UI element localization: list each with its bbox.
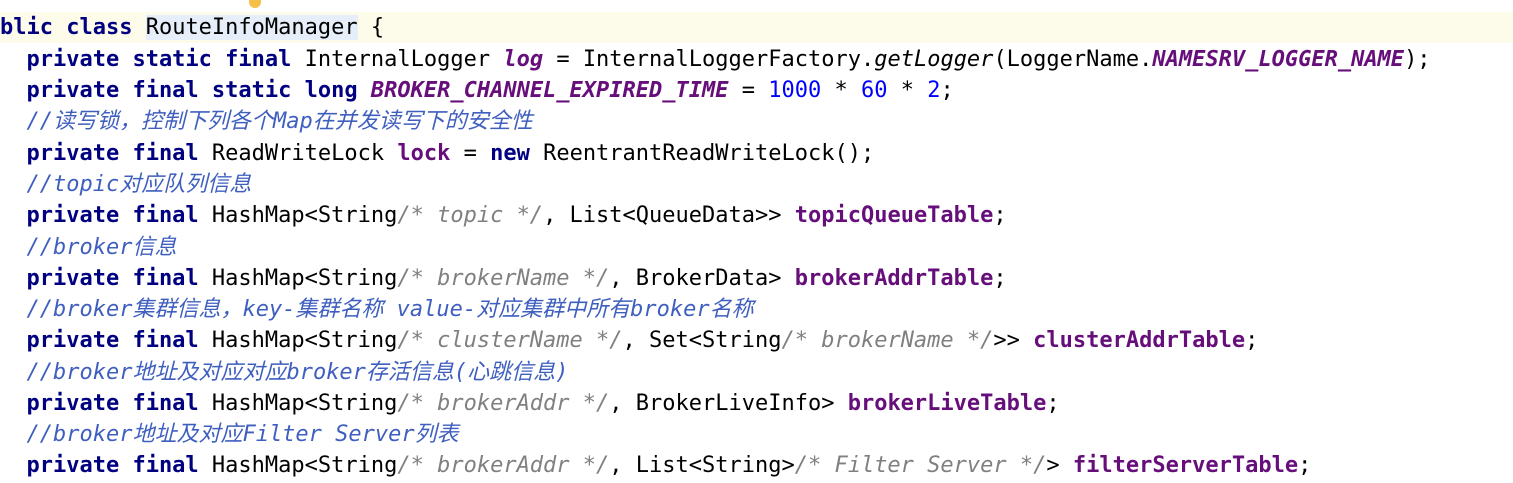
code-line[interactable]: //topic对应队列信息 (0, 169, 1513, 200)
code-token: blic class (0, 15, 146, 40)
code-token: 2 (927, 78, 941, 103)
code-token: HashMap<String (211, 266, 398, 291)
code-token: /* brokerName */ (781, 328, 994, 353)
code-line[interactable]: private final HashMap<String/* clusterNa… (0, 325, 1513, 356)
code-token: brokerAddrTable (794, 266, 994, 291)
code-token: (LoggerName. (993, 47, 1153, 72)
code-token: , BrokerData> (609, 266, 795, 291)
code-token: ReentrantReadWriteLock(); (543, 141, 875, 166)
code-token: ; (1298, 453, 1312, 478)
code-token: * (887, 78, 928, 103)
code-token: private final (0, 141, 212, 166)
code-line[interactable]: private final ReadWriteLock lock = new R… (0, 138, 1513, 169)
code-line[interactable]: private final HashMap<String/* brokerAdd… (0, 388, 1513, 419)
code-token: private final (0, 203, 212, 228)
code-token: , Set<String (622, 328, 782, 353)
code-line[interactable]: //broker地址及对应Filter Server列表 (0, 419, 1513, 450)
code-line[interactable]: //broker地址及对应对应broker存活信息(心跳信息) (0, 357, 1513, 388)
code-token: 1000 (768, 78, 822, 103)
code-token: RouteInfoManager (145, 15, 358, 40)
code-token: , List<QueueData>> (543, 203, 795, 228)
code-token: ; (993, 203, 1007, 228)
code-token: = (728, 78, 769, 103)
code-line[interactable]: private final HashMap<String/* brokerAdd… (0, 450, 1513, 481)
code-token: //读写锁，控制下列各个Map在并发读写下的安全性 (0, 109, 533, 134)
code-token: InternalLogger (304, 47, 504, 72)
code-token: /* topic */ (397, 203, 544, 228)
code-token: HashMap<String (211, 203, 398, 228)
code-token: HashMap<String (211, 391, 398, 416)
code-token: private final (0, 328, 212, 353)
code-token: 60 (860, 78, 888, 103)
lightbulb-icon[interactable] (249, 0, 261, 8)
code-token: = (450, 141, 491, 166)
code-token: HashMap<String (211, 328, 398, 353)
code-token: //topic对应队列信息 (0, 172, 252, 197)
code-line[interactable]: blic class RouteInfoManager { (0, 12, 1513, 43)
code-token: //broker地址及对应Filter Server列表 (0, 422, 459, 447)
code-token: /* clusterName */ (397, 328, 623, 353)
code-token: ; (993, 266, 1007, 291)
code-line[interactable]: //读写锁，控制下列各个Map在并发读写下的安全性 (0, 106, 1513, 137)
code-token: clusterAddrTable (1033, 328, 1246, 353)
code-token: BROKER_CHANNEL_EXPIRED_TIME (370, 78, 729, 103)
code-token: private final (0, 453, 212, 478)
code-token: ; (940, 78, 954, 103)
code-token: ); (1404, 47, 1431, 72)
code-token: /* brokerAddr */ (397, 391, 610, 416)
code-token: NAMESRV_LOGGER_NAME (1152, 47, 1405, 72)
code-line[interactable]: private final HashMap<String/* brokerNam… (0, 263, 1513, 294)
code-token: topicQueueTable (794, 203, 994, 228)
code-token: /* brokerName */ (397, 266, 610, 291)
code-token: private final (0, 391, 212, 416)
code-token: ; (1245, 328, 1259, 353)
code-line[interactable]: private static final InternalLogger log … (0, 44, 1513, 75)
code-token: * (821, 78, 861, 103)
code-token: { (357, 15, 385, 40)
code-token: private static final (0, 47, 305, 72)
code-token: ; (1046, 391, 1060, 416)
code-token: private final static long (0, 78, 371, 103)
code-token: brokerLiveTable (847, 391, 1047, 416)
code-line[interactable]: //broker集群信息，key-集群名称 value-对应集群中所有broke… (0, 294, 1513, 325)
code-line[interactable]: private final HashMap<String/* topic */,… (0, 200, 1513, 231)
code-token: lock (397, 141, 451, 166)
code-token: = InternalLoggerFactory. (543, 47, 875, 72)
code-token: , List<String> (609, 453, 795, 478)
code-token: HashMap<String (211, 453, 398, 478)
code-token: log (503, 47, 544, 72)
code-token: filterServerTable (1072, 453, 1299, 478)
code-token: //broker集群信息，key-集群名称 value-对应集群中所有broke… (0, 297, 754, 322)
code-token: /* brokerAddr */ (397, 453, 610, 478)
code-token: /* Filter Server */ (794, 453, 1047, 478)
code-token: new (490, 141, 544, 166)
code-token: >> (993, 328, 1034, 353)
code-token: > (1046, 453, 1073, 478)
code-line[interactable]: private final static long BROKER_CHANNEL… (0, 75, 1513, 106)
code-token: //broker地址及对应对应broker存活信息(心跳信息) (0, 360, 569, 385)
code-token: private final (0, 266, 212, 291)
code-token: , BrokerLiveInfo> (609, 391, 848, 416)
code-token: getLogger (874, 47, 994, 72)
code-line[interactable]: //broker信息 (0, 232, 1513, 263)
code-token: //broker信息 (0, 235, 177, 260)
code-token: ReadWriteLock (211, 141, 398, 166)
